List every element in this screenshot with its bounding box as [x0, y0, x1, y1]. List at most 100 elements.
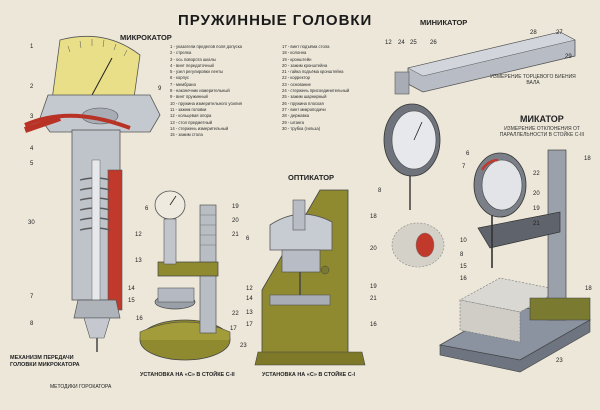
legend-item: 2 - стрелка — [170, 50, 192, 56]
legend-right: 17 - винт подъёма стола 18 - колонна 19 … — [282, 44, 349, 132]
legend-item: 13 - стол предметный — [170, 119, 213, 125]
poster-title: ПРУЖИННЫЕ ГОЛОВКИ — [178, 12, 373, 29]
legend-item: 1 - указатели пределов поля допуска — [170, 44, 242, 49]
svg-text:18: 18 — [584, 156, 591, 162]
svg-text:10: 10 — [460, 238, 467, 244]
svg-text:5: 5 — [30, 161, 34, 167]
legend-item: 7 - мембрана — [170, 81, 196, 87]
legend-item: 22 - корректор — [282, 75, 310, 81]
svg-text:19: 19 — [533, 206, 540, 212]
legend-item: 30 - трубка (гильза) — [282, 125, 321, 131]
callout-numbers: 1 2 3 4 5 30 7 8 9 6 12 13 14 15 16 19 2… — [28, 30, 592, 364]
legend-left: 1 - указатели пределов поля допуска 2 - … — [170, 44, 242, 138]
svg-text:8: 8 — [460, 252, 464, 258]
svg-text:13: 13 — [246, 310, 253, 316]
svg-text:16: 16 — [370, 322, 377, 328]
legend-item: 10 - пружина измерительного усилия — [170, 100, 242, 106]
legend-item: 8 - наконечник измерительный — [170, 88, 230, 94]
svg-text:12: 12 — [135, 232, 142, 238]
microcator-red-band — [24, 113, 131, 130]
legend-item: 25 - зажим шарнирный — [282, 94, 327, 100]
legend-item: 6 - корпус — [170, 75, 189, 81]
mikator-illustration — [438, 149, 592, 373]
svg-text:27: 27 — [556, 30, 563, 36]
stand-c2-illustration — [139, 190, 231, 361]
legend-item: 29 - штанга — [282, 119, 305, 125]
svg-text:14: 14 — [246, 296, 253, 302]
svg-text:17: 17 — [230, 326, 237, 332]
svg-text:1: 1 — [30, 44, 34, 50]
legend-item: 23 - основание — [282, 81, 311, 87]
svg-text:15: 15 — [460, 264, 467, 270]
legend-item: 28 - державка — [282, 113, 310, 119]
svg-text:23: 23 — [240, 343, 247, 349]
legend-item: 3 - ось поворота шкалы — [170, 56, 216, 62]
legend-item: 11 - зажим головки — [170, 106, 207, 112]
svg-text:20: 20 — [232, 218, 239, 224]
svg-text:18: 18 — [585, 286, 592, 292]
svg-text:24: 24 — [398, 40, 405, 46]
caption-section: МЕТОДИКИ ГОРОКАТОРА — [50, 384, 112, 390]
svg-text:20: 20 — [533, 191, 540, 197]
legend-item: 9 - винт пружинный — [170, 94, 208, 100]
section-title-opticator: ОПТИКАТОР — [288, 173, 335, 182]
svg-text:7: 7 — [30, 294, 34, 300]
svg-text:21: 21 — [533, 221, 540, 227]
svg-text:16: 16 — [136, 316, 143, 322]
svg-text:12: 12 — [385, 40, 392, 46]
svg-text:22: 22 — [232, 311, 239, 317]
legend-item: 19 - кронштейн — [282, 56, 312, 62]
svg-text:13: 13 — [135, 258, 142, 264]
svg-text:2: 2 — [30, 84, 34, 90]
svg-text:17: 17 — [246, 322, 253, 328]
svg-text:23: 23 — [556, 358, 563, 364]
legend-item: 15 - зажим стола — [170, 132, 203, 138]
svg-text:6: 6 — [246, 236, 250, 242]
svg-text:18: 18 — [370, 214, 377, 220]
legend-item: 20 - зажим кронштейна — [282, 62, 328, 68]
legend-item: 17 - винт подъёма стола — [282, 44, 330, 49]
svg-text:28: 28 — [530, 30, 537, 36]
legend-item: 27 - винт микроподачи — [282, 106, 326, 112]
minicator-note: ИЗМЕРЕНИЕ ТОРЦЕВОГО БИЕНИЯ ВАЛА — [490, 74, 576, 86]
svg-text:30: 30 — [28, 220, 35, 226]
microcator-illustration — [24, 35, 161, 352]
svg-text:22: 22 — [533, 171, 540, 177]
svg-text:20: 20 — [370, 246, 377, 252]
svg-text:26: 26 — [430, 40, 437, 46]
svg-text:29: 29 — [565, 54, 572, 60]
svg-text:8: 8 — [378, 188, 382, 194]
caption-setup-c1: УСТАНОВКА НА «С» В СТОЙКЕ С-I — [262, 372, 356, 378]
svg-text:25: 25 — [410, 40, 417, 46]
legend-item: 14 - стержень измерительный — [170, 125, 229, 131]
svg-text:6: 6 — [466, 151, 470, 157]
svg-text:3: 3 — [30, 114, 34, 120]
legend-item: 21 - гайка подъёма кронштейна — [282, 69, 344, 75]
svg-text:21: 21 — [232, 232, 239, 238]
legend-item: 26 - пружина плоская — [282, 100, 324, 106]
section-title-mikator: МИКАТОР — [520, 114, 564, 124]
svg-text:15: 15 — [128, 298, 135, 304]
svg-text:19: 19 — [232, 204, 239, 210]
svg-text:21: 21 — [370, 296, 377, 302]
svg-text:9: 9 — [158, 86, 162, 92]
svg-text:16: 16 — [460, 276, 467, 282]
mikator-note: ИЗМЕРЕНИЕ ОТКЛОНЕНИЯ ОТ ПАРАЛЛЕЛЬНОСТИ В… — [499, 126, 585, 138]
minicator-illustration — [383, 31, 576, 268]
section-title-microcator: МИКРОКАТОР — [120, 33, 172, 42]
caption-setup-c2: УСТАНОВКА НА «С» В СТОЙКЕ С-II — [140, 372, 235, 378]
svg-text:6: 6 — [145, 206, 149, 212]
svg-text:8: 8 — [30, 321, 34, 327]
svg-text:4: 4 — [30, 146, 34, 152]
legend-item: 4 - винт передаточный — [170, 62, 214, 68]
legend-item: 24 - стержень присоединительный — [282, 88, 350, 94]
svg-text:12: 12 — [246, 286, 253, 292]
caption-mechanism: МЕХАНИЗМ ПЕРЕДАЧИ ГОЛОВКИ МИКРОКАТОРА — [10, 355, 80, 368]
svg-text:7: 7 — [462, 164, 466, 170]
section-title-minicator: МИНИКАТОР — [420, 18, 468, 27]
legend-item: 18 - колонна — [282, 50, 307, 56]
opticator-illustration — [254, 189, 366, 366]
legend-item: 12 - кольцевая опора — [170, 113, 212, 119]
